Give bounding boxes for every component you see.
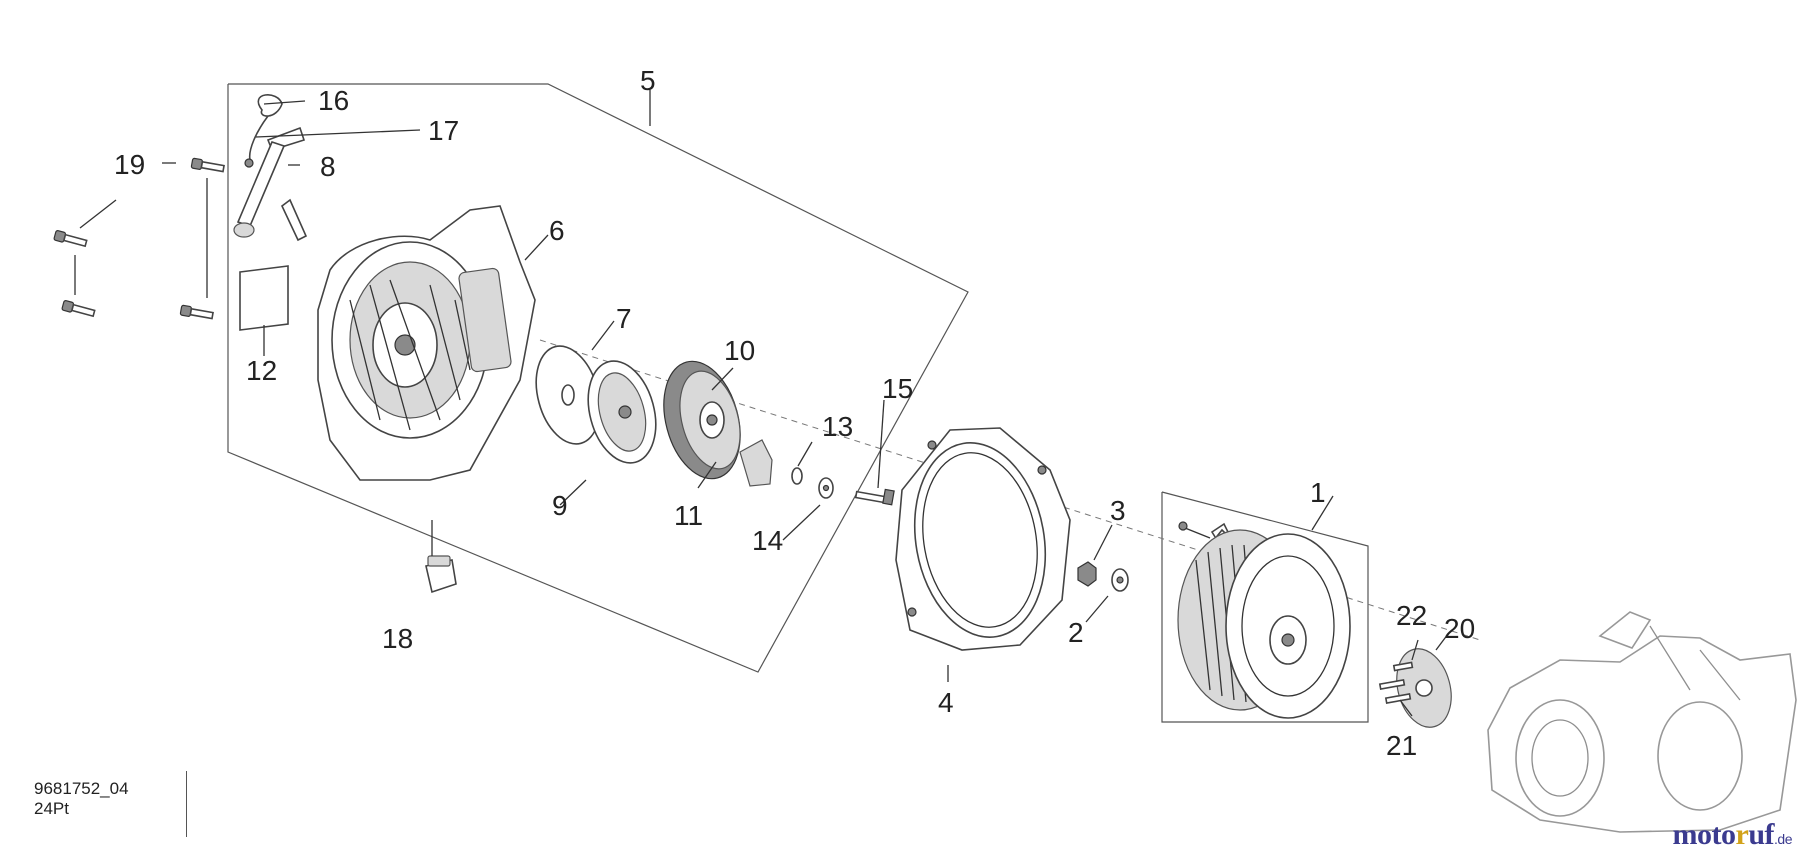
callout-4: 4 [938, 687, 954, 718]
clutch-plate-part-20 [1396, 648, 1452, 728]
callout-10: 10 [724, 335, 755, 366]
callout-2: 2 [1068, 617, 1084, 648]
callout-5: 5 [640, 65, 656, 96]
washer-part-2 [1111, 568, 1129, 592]
decal-part-12 [239, 265, 289, 331]
screw-parts-19 [53, 157, 225, 320]
washer-part-14 [818, 477, 834, 499]
screw-parts-21-22 [1378, 661, 1414, 704]
document-reference-box: 9681752_04 24Pt [30, 771, 187, 837]
callout-16: 16 [318, 85, 349, 116]
callout-6: 6 [549, 215, 565, 246]
screw-part-15 [854, 488, 895, 506]
callout-13: 13 [822, 411, 853, 442]
cover-part-4 [895, 427, 1071, 651]
callout-12: 12 [246, 355, 277, 386]
callout-11: 11 [674, 500, 703, 531]
starter-handle-part-8 [233, 126, 308, 242]
spring-cassette-part-9 [587, 360, 657, 464]
pawl-part-11 [739, 439, 773, 487]
callout-21: 21 [1386, 730, 1417, 761]
starter-housing-part-6 [317, 205, 536, 481]
callout-7: 7 [616, 303, 632, 334]
starter-cord-parts-16-17 [244, 94, 283, 168]
page-reference: 24Pt [34, 799, 69, 818]
flywheel-group-outline [1161, 491, 1369, 723]
callout-3: 3 [1110, 495, 1126, 526]
callout-9: 9 [552, 490, 568, 521]
callout-labels: 1 2 3 4 5 6 7 8 9 10 11 12 13 14 15 16 1… [114, 65, 1475, 761]
pulley-part-10 [663, 360, 741, 480]
leader-lines [79, 90, 1449, 717]
callout-15: 15 [882, 373, 913, 404]
callout-1: 1 [1310, 477, 1326, 508]
nut-part-3 [1077, 561, 1097, 587]
callout-20: 20 [1444, 613, 1475, 644]
small-washer-part-13 [791, 467, 803, 485]
motoruf-watermark-logo: motoruf.de [1672, 818, 1793, 851]
plug-part-18 [425, 555, 457, 594]
callout-22: 22 [1396, 600, 1427, 631]
callout-8: 8 [320, 151, 336, 182]
callout-17: 17 [428, 115, 459, 146]
starter-assembly-group-outline [227, 83, 969, 673]
callout-18: 18 [382, 623, 413, 654]
crankcase-reference [1487, 611, 1797, 833]
callout-19: 19 [114, 149, 145, 180]
flywheel-part-1 [1177, 521, 1351, 719]
document-code: 9681752_04 [34, 779, 129, 798]
callout-14: 14 [752, 525, 783, 556]
